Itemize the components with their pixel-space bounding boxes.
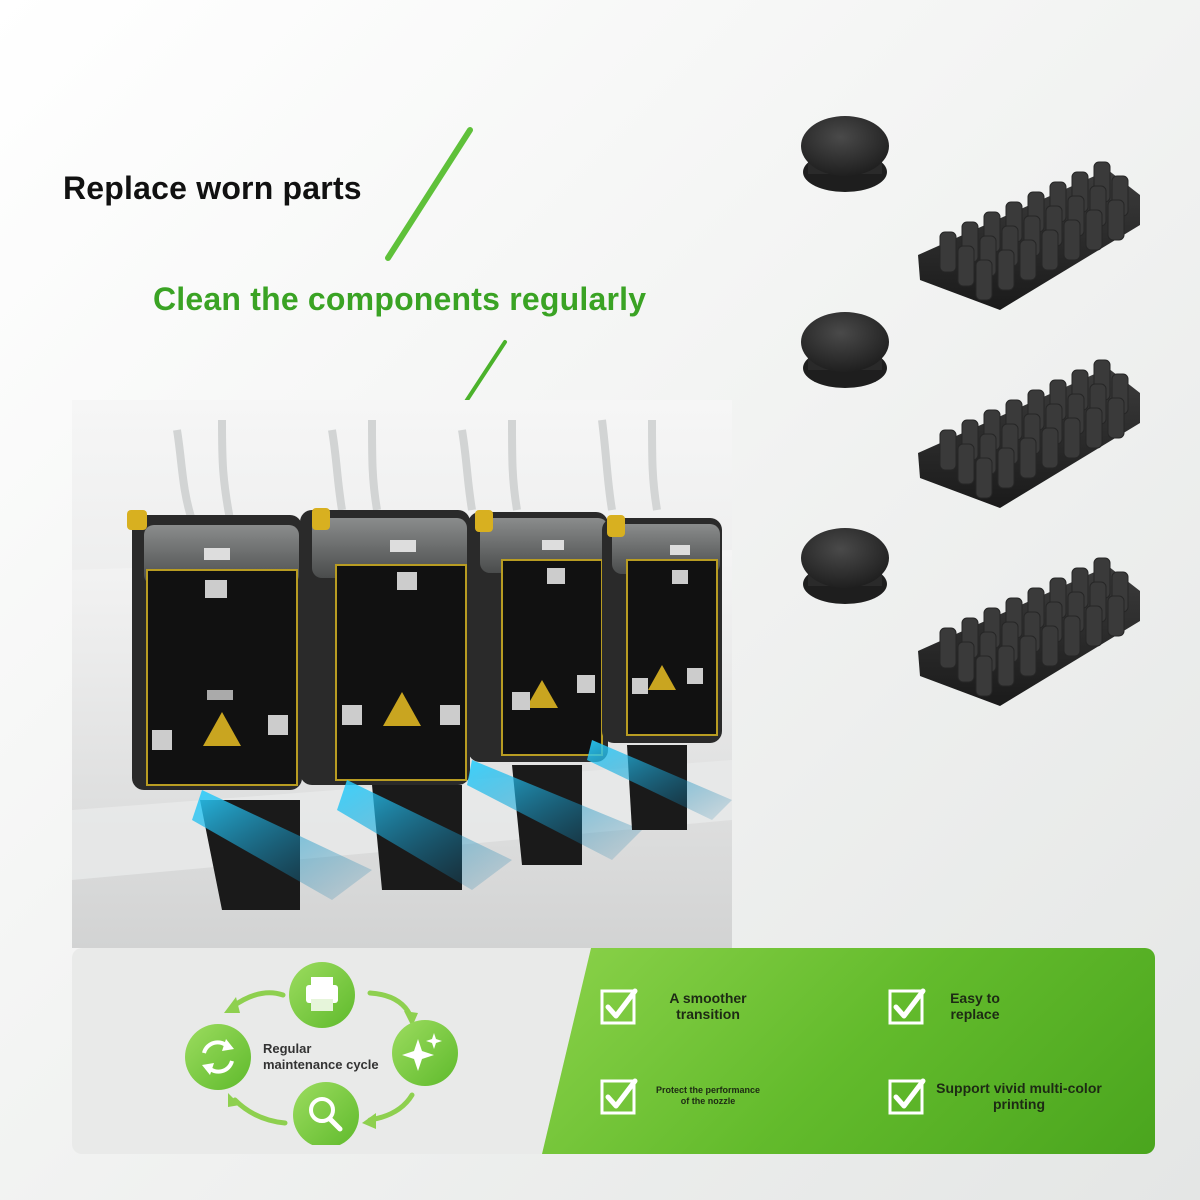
refresh-icon [185,1024,251,1090]
printhead-3 [467,510,642,865]
printhead-4 [587,515,732,830]
printhead-2 [300,508,512,890]
printer-icon [289,962,355,1028]
feature-smoother-transition: A smoother transition [600,987,748,1025]
feature-vivid-printing: Support vivid multi-color printing [888,1077,1104,1115]
feature-text: Support vivid multi-color printing [936,1080,1102,1112]
heading-replace-parts: Replace worn parts [63,170,362,206]
features-green-band [542,948,1155,1154]
checkbox-icon [600,1077,638,1115]
printhead-1 [127,510,372,910]
checkbox-icon [888,1077,926,1115]
maintenance-cycle-diagram [185,962,458,1145]
heading-clean-components: Clean the components regularly [153,281,647,317]
feature-text: Easy to replace [950,990,1000,1022]
printhead-illustration [72,400,732,948]
silicone-wiper [918,161,1140,310]
feature-easy-replace: Easy to replace [888,987,1000,1025]
feature-protect-nozzle: Protect the performance of the nozzle [600,1077,768,1115]
rubber-plug [801,116,889,192]
feature-text: Protect the performance of the nozzle [655,1085,761,1106]
checkbox-icon [600,987,638,1025]
feature-text: A smoother transition [669,990,747,1022]
checkbox-icon [888,987,926,1025]
features-panel [72,948,1155,1154]
sparkle-icon [392,1020,458,1086]
magnifier-icon [293,1082,359,1145]
cycle-label: Regular maintenance cycle [263,1041,379,1072]
